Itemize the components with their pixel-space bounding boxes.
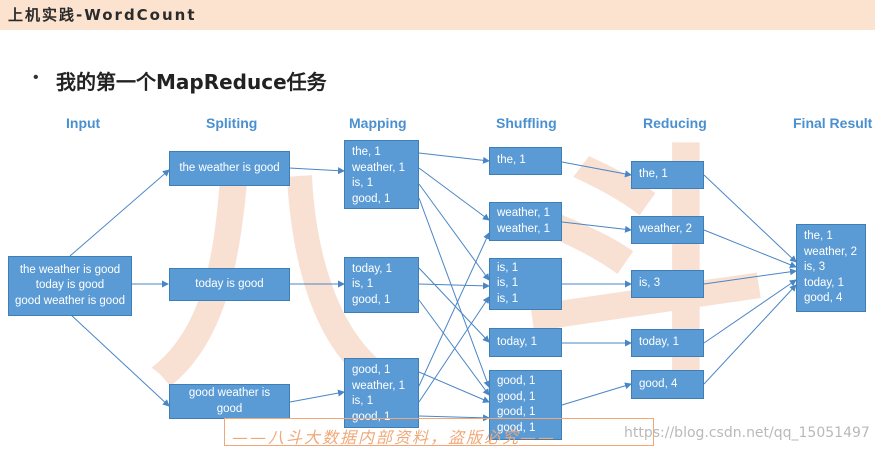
reduce-the-text: the, 1 [639,168,668,181]
arrow-input-split1 [69,169,170,257]
map-box-1: the, 1 weather, 1 is, 1 good, 1 [344,140,419,209]
split-3-line-1: good weather is [188,387,271,399]
split-2-text: today is good [195,277,264,290]
shuffle-weather-line-1: weather, 1 [497,207,551,219]
shuffle-is-line-1: is, 1 [497,261,519,274]
final-line-3: is, 3 [804,261,826,274]
shuffle-good-line-2: good, 1 [497,390,536,403]
arrow-split3-map3 [289,389,345,403]
map-box-2: today, 1 is, 1 good, 1 [344,257,419,313]
split-3-line-2: good [216,402,243,415]
arrow-reduce-good [703,284,797,385]
shuffle-box-is: is, 1 is, 1 is, 1 [489,258,562,310]
shuffle-box-good: good, 1 good, 1 good, 1 good, 1 [489,370,562,440]
input-line-1: the weather is good [19,263,121,276]
shuffle-today-line-1: today, 1 [497,335,538,348]
arrow-map3-good2 [418,414,490,422]
map-1-line-1: the, 1 [352,146,381,158]
final-line-4: today, 1 [804,276,845,289]
input-box: the weather is good today is good good w… [8,256,132,316]
arrow-map2-today [418,267,490,343]
header-title: 上机实践-WordCount [8,6,197,24]
copyright-banner-box [224,418,654,446]
arrow-shuffle-weather [561,221,632,233]
arrow-map2-is [418,282,490,290]
arrow-shuffle-the [561,161,632,178]
map-3-line-3: is, 1 [352,395,374,407]
map-2-line-3: good, 1 [352,293,391,306]
arrow-map1-weather [418,167,490,221]
arrow-reduce-weather [703,229,797,269]
arrow-map1-the [418,152,490,164]
shuffle-good-line-1: good, 1 [497,375,536,387]
column-label-mapping: Mapping [349,115,407,131]
arrow-reduce-is [703,268,797,285]
reduce-box-is: is, 3 [631,270,704,298]
reduce-is-text: is, 3 [639,277,661,290]
arrow-split1-map1 [288,167,345,175]
column-label-splitting: Spliting [206,115,258,131]
final-line-1: the, 1 [804,230,833,243]
map-3-line-4: good, 1 [352,410,391,423]
arrow-map1-is [418,183,490,281]
shuffle-is-line-2: is, 1 [497,277,519,290]
shuffle-weather-line-2: weather, 1 [497,222,551,235]
header-bar: 上机实践-WordCount [0,0,875,30]
shuffle-good-line-3: good, 1 [497,406,536,418]
final-line-2: weather, 2 [804,245,858,258]
shuffle-the-line-1: the, 1 [497,154,526,167]
column-label-reducing: Reducing [643,115,707,131]
map-3-line-2: weather, 1 [352,379,406,392]
arrow-map2-good [418,299,490,396]
source-url-watermark: https://blog.csdn.net/qq_15051497 [624,425,870,441]
split-box-2: today is good [169,268,290,301]
reduce-today-text: today, 1 [639,336,680,349]
map-1-line-3: is, 1 [352,177,374,189]
column-label-shuffling: Shuffling [496,115,557,131]
arrow-map3-is [418,296,490,403]
copyright-banner-text: ——八斗大数据内部资料，盗版必究—— [232,428,557,447]
split-1-text: the weather is good [179,161,280,174]
map-2-line-2: is, 1 [352,278,374,291]
input-line-3: good weather is good [15,294,125,307]
map-1-line-4: good, 1 [352,192,391,205]
map-box-3: good, 1 weather, 1 is, 1 good, 1 [344,358,419,428]
shuffle-good-line-4: good, 1 [497,421,536,434]
arrow-reduce-today [703,279,797,344]
shuffle-box-today: today, 1 [489,328,562,357]
arrow-map3-weather [418,232,490,387]
reduce-good-text: good, 4 [639,377,678,390]
column-label-input: Input [66,115,101,131]
map-3-line-1: good, 1 [352,364,391,376]
arrow-map3-good1 [418,371,490,403]
split-box-1: the weather is good [169,151,290,186]
map-1-line-2: weather, 1 [352,161,406,174]
reduce-weather-text: weather, 2 [639,223,693,236]
final-line-5: good, 4 [804,292,843,305]
map-2-line-1: today, 1 [352,262,393,275]
slide-subtitle: 我的第一个MapReduce任务 [56,70,327,94]
arrow-shuffle-good [561,382,632,406]
bullet-point: • [33,69,39,86]
shuffle-box-weather: weather, 1 weather, 1 [489,202,562,241]
arrow-reduce-the [703,174,797,263]
shuffle-box-the: the, 1 [489,147,562,175]
shuffle-is-line-3: is, 1 [497,292,519,305]
split-box-3: good weather is good [169,384,290,419]
arrow-input-split3 [69,313,170,407]
final-result-box: the, 1 weather, 2 is, 3 today, 1 good, 4 [796,224,866,312]
reduce-box-good: good, 4 [631,370,704,399]
arrow-map1-good [418,197,491,388]
column-label-final-result: Final Result [793,115,873,131]
reduce-box-today: today, 1 [631,329,704,357]
reduce-box-weather: weather, 2 [631,216,704,244]
reduce-box-the: the, 1 [631,161,704,189]
input-line-2: today is good [35,279,105,292]
